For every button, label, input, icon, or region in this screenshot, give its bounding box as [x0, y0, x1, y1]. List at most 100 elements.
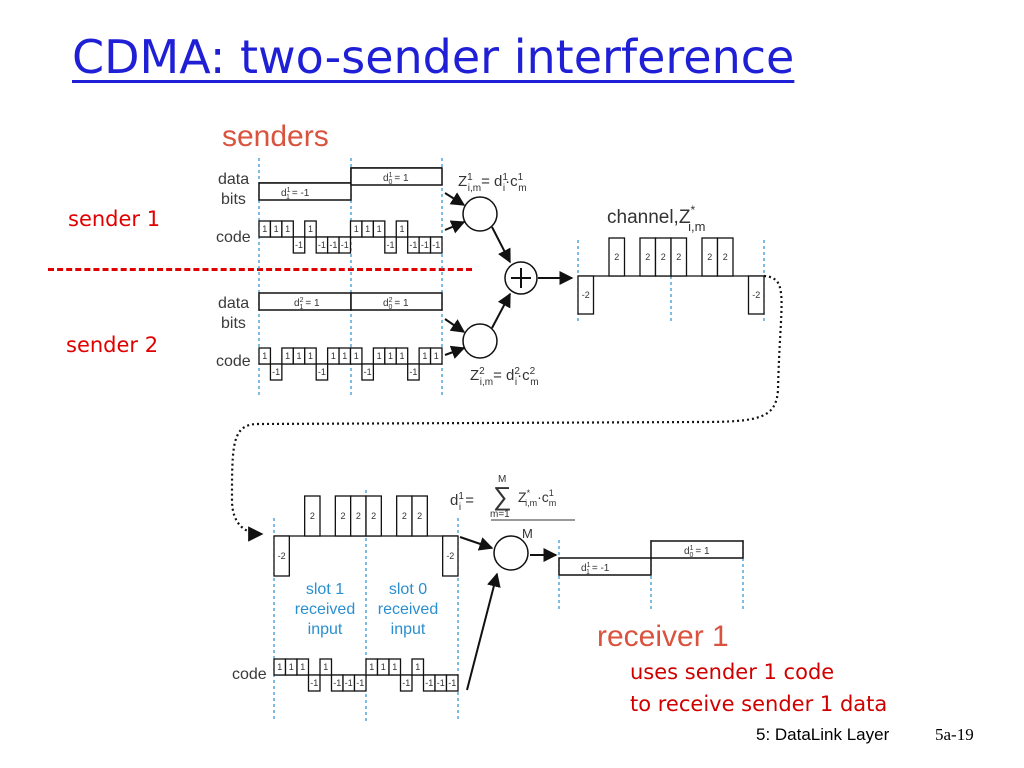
receiver-multiplier — [493, 535, 529, 571]
sender2-data-bits — [258, 292, 443, 311]
chip-value-label: 1 — [399, 224, 404, 234]
svg-text:m=1: m=1 — [490, 509, 510, 520]
sender1-code-label: code — [216, 229, 251, 246]
sender1-data-label: data — [218, 171, 250, 188]
channel-chip — [304, 495, 321, 537]
chip-value-label: -1 — [425, 678, 433, 688]
code-chip — [304, 220, 317, 238]
code-chip — [292, 236, 306, 254]
svg-text:M: M — [498, 474, 506, 485]
code-chip — [395, 220, 409, 238]
chip-value-label: 1 — [369, 662, 374, 672]
channel-value-label: -2 — [446, 551, 454, 561]
code-chip — [315, 363, 329, 381]
chip-value-label: -1 — [402, 678, 410, 688]
sender1-data-bits — [258, 167, 443, 201]
chip-value-label: 1 — [377, 351, 382, 361]
sender2-code-label: code — [216, 353, 251, 370]
channel-chip — [608, 237, 626, 277]
channel-chip — [365, 495, 382, 537]
code-chip — [338, 236, 352, 254]
senders-heading: senders — [222, 120, 329, 153]
channel-chip — [716, 237, 734, 277]
code-chip — [407, 363, 420, 381]
slide-title: CDMA: two-sender interference — [72, 30, 795, 84]
chip-value-label: 1 — [354, 351, 359, 361]
chip-value-label: 1 — [331, 351, 336, 361]
sender1-multiplier — [462, 196, 498, 232]
chip-value-label: -1 — [345, 678, 353, 688]
chip-value-label: 1 — [392, 662, 397, 672]
sender1-bits-label: bits — [221, 191, 246, 208]
channel-chip — [670, 237, 688, 277]
code-chip — [258, 347, 272, 365]
code-chip — [372, 220, 386, 238]
chip-value-label: 1 — [274, 224, 279, 234]
channel-value-label: 2 — [707, 252, 712, 262]
chip-value-label: 1 — [308, 224, 313, 234]
svg-text:d1i =: d1i = — [450, 491, 474, 513]
sender-2-label: sender 2 — [66, 333, 159, 357]
channel-value-label: 2 — [340, 511, 345, 521]
channel-chip — [442, 535, 459, 577]
code-chip — [395, 347, 409, 365]
chip-value-label: 1 — [323, 662, 328, 672]
chip-value-label: -1 — [318, 367, 326, 377]
chip-value-label: -1 — [318, 240, 326, 250]
code-chip — [349, 347, 363, 365]
channel-value-label: -2 — [278, 551, 286, 561]
chip-value-label: 1 — [422, 351, 427, 361]
receiver-note-line2: to receive sender 1 data — [630, 692, 888, 716]
chip-value-label: 1 — [399, 351, 404, 361]
receiver-M-label: M — [522, 526, 533, 541]
channel-value-label: 2 — [310, 511, 315, 521]
code-chip — [429, 236, 443, 254]
sender2-bits-label: bits — [221, 315, 246, 332]
code-chip — [269, 363, 283, 381]
channel-value-label: 2 — [645, 252, 650, 262]
code-chip — [307, 674, 321, 692]
chip-value-label: -1 — [295, 240, 303, 250]
chip-value-label: -1 — [333, 678, 341, 688]
code-chip — [361, 363, 375, 381]
receiver-code-label: code — [232, 666, 267, 683]
chip-value-label: 1 — [262, 224, 267, 234]
code-chip — [353, 674, 367, 692]
chip-value-label: 1 — [297, 351, 302, 361]
channel-value-label: 2 — [723, 252, 728, 262]
code-chip — [429, 347, 443, 365]
channel-value-label: 2 — [417, 511, 422, 521]
footer-chapter: 5: DataLink Layer — [756, 725, 890, 744]
channel-chip — [411, 495, 428, 537]
chip-value-label: 1 — [308, 351, 313, 361]
sender2-data-label: data — [218, 295, 250, 312]
chip-value-label: -1 — [409, 367, 417, 377]
channel-to-receiver-path — [230, 274, 783, 542]
channel-chip — [577, 275, 595, 315]
chip-value-label: 1 — [377, 224, 382, 234]
code-chip — [399, 674, 413, 692]
chip-value-label: 1 — [415, 662, 420, 672]
chip-value-label: 1 — [285, 224, 290, 234]
chip-value-label: 1 — [365, 224, 370, 234]
code-chip — [411, 658, 425, 676]
receiver-note-line1: uses sender 1 code — [630, 660, 835, 684]
footer-page: 5a-19 — [935, 725, 974, 744]
chip-value-label: -1 — [432, 240, 440, 250]
chip-value-label: -1 — [448, 678, 456, 688]
sender-divider — [48, 268, 472, 271]
